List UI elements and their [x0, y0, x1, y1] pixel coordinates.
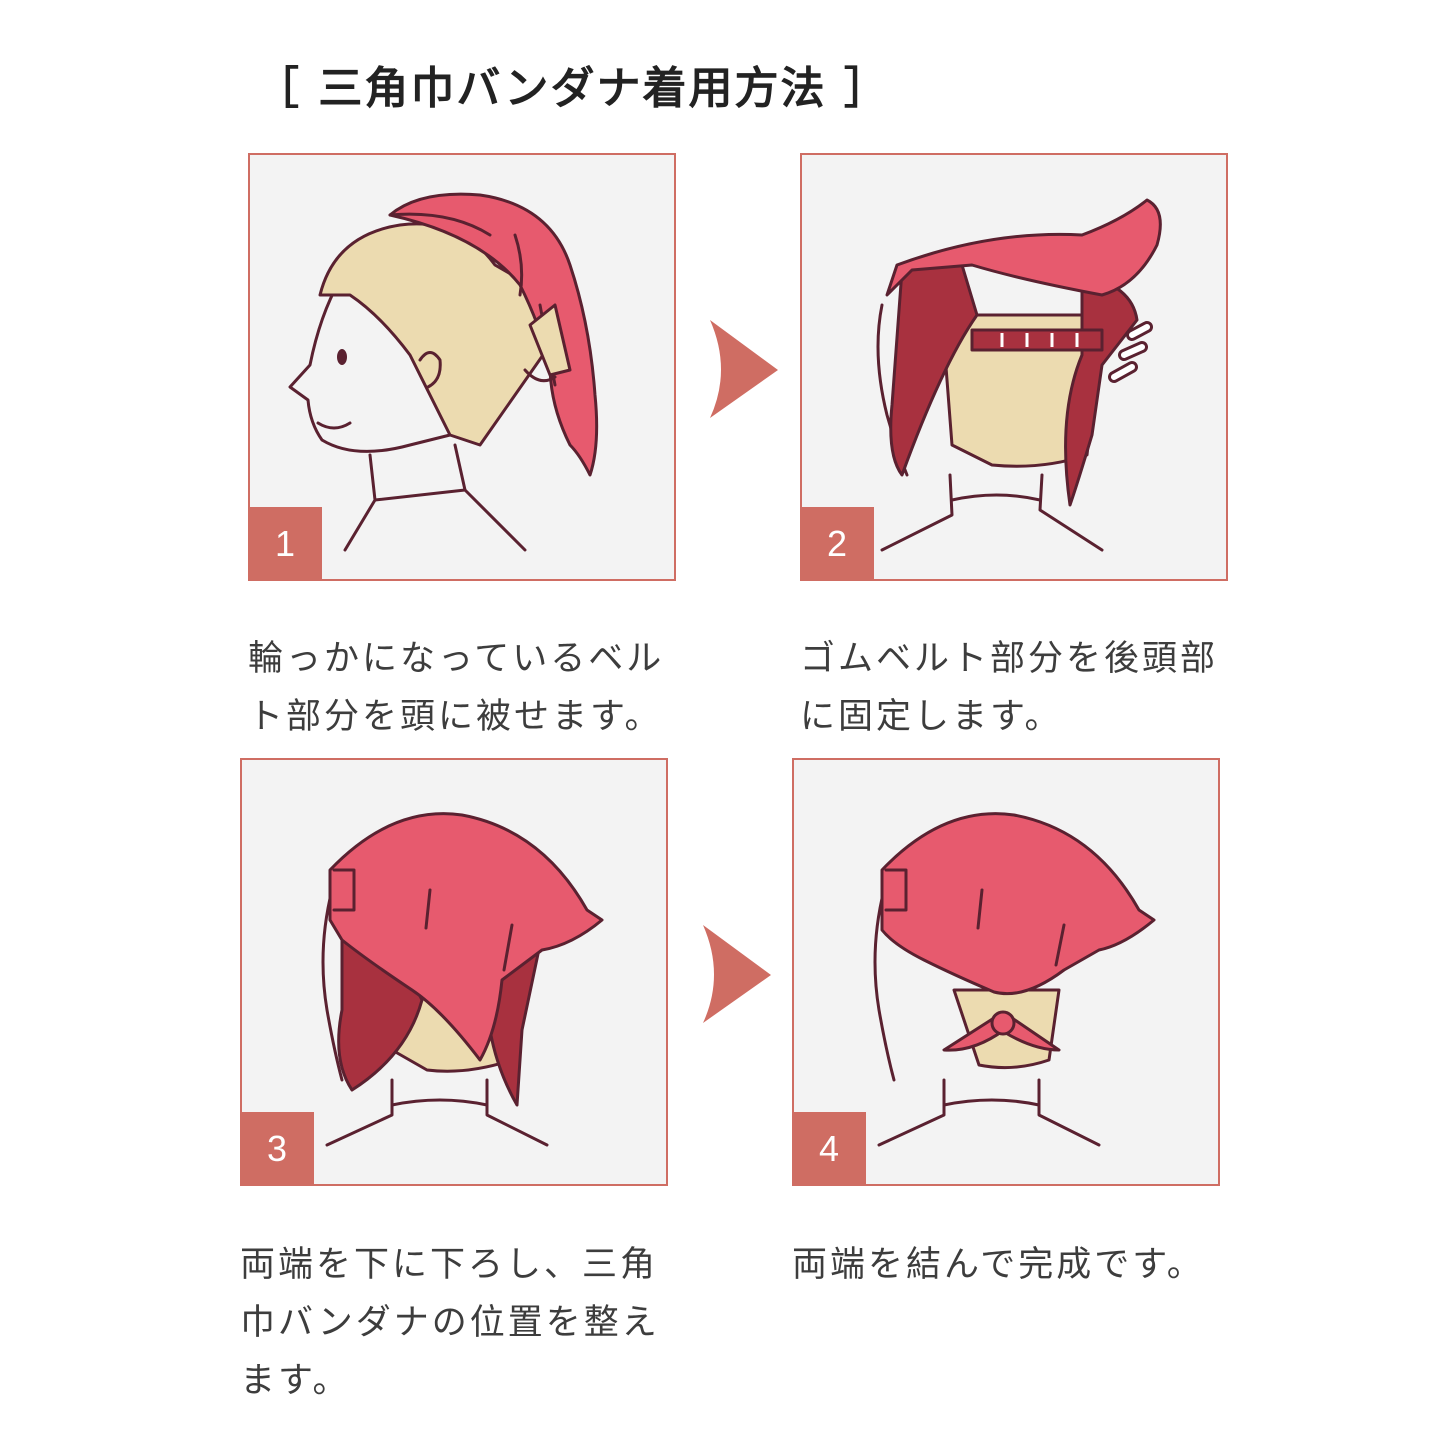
next-arrow-icon: [703, 925, 771, 1023]
page-title: ［ 三角巾バンダナ着用方法 ］: [255, 63, 890, 114]
step-2-illustration: 2: [800, 153, 1228, 581]
back-view-head-illustration: [873, 812, 1156, 1147]
step-number-badge: 3: [242, 1112, 314, 1184]
next-arrow-icon: [710, 320, 778, 418]
step-3-description: 両端を下に下ろし、三角 巾バンダナの位置を整え ます。: [240, 1245, 660, 1401]
step-4-illustration: 4: [792, 758, 1220, 1186]
step-number-badge: 1: [250, 507, 322, 579]
step-number-badge: 4: [794, 1112, 866, 1184]
side-view-head-illustration: [288, 192, 599, 552]
step-2-description: ゴムベルト部分を後頭部 に固定します。: [800, 639, 1219, 737]
step-4-description: 両端を結んで完成です。: [792, 1245, 1205, 1285]
step-1-description: 輪っかになっているベル ト部分を頭に被せます。: [248, 639, 665, 737]
step-3-illustration: 3: [240, 758, 668, 1186]
step-number-badge: 2: [802, 507, 874, 579]
step-1-illustration: 1: [248, 153, 676, 581]
back-view-head-illustration: [321, 812, 604, 1147]
back-view-head-illustration: [876, 198, 1162, 552]
